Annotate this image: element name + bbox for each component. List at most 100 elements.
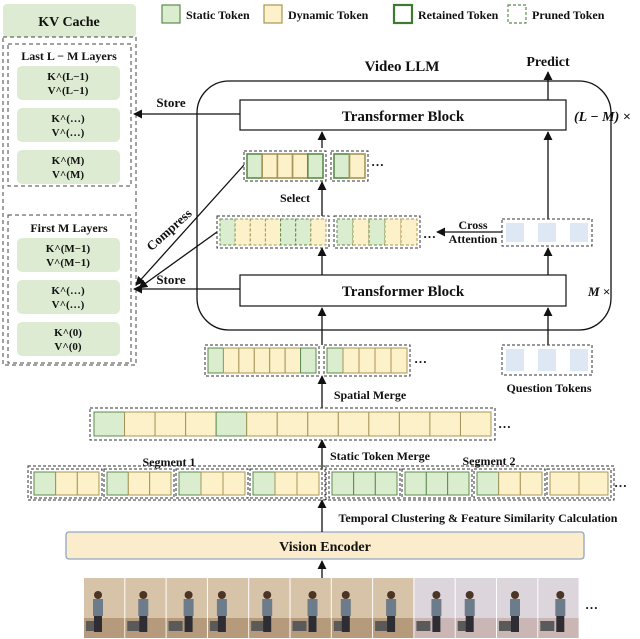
legend-pruned-swatch — [507, 4, 527, 24]
kv-entry — [17, 322, 120, 356]
dynamic-token — [124, 411, 156, 437]
question-token — [506, 223, 524, 242]
kv-key-label: K^(L−1) — [47, 71, 89, 83]
segment-2-label: Segment 2 — [463, 454, 516, 468]
dynamic-token — [400, 218, 418, 246]
kv-value-label: V^(L−1) — [48, 85, 89, 97]
dynamic-token — [249, 218, 266, 246]
frame-object — [416, 621, 431, 631]
kv-entry — [17, 66, 120, 100]
dynamic-token — [127, 471, 151, 496]
frame-person-legs — [263, 616, 272, 632]
frame-person-body — [340, 599, 351, 616]
dynamic-token — [498, 471, 521, 496]
frame-person-legs — [308, 616, 317, 632]
vision-encoder-box — [65, 531, 585, 560]
kv-cache: KV Cache Last L − M Layers K^(L−1)V^(L−1… — [2, 4, 137, 366]
frame-person-legs — [465, 616, 474, 632]
dynamic-token — [253, 347, 271, 374]
frame-person-head — [387, 591, 396, 599]
frame-object — [127, 621, 142, 631]
static-token — [326, 347, 344, 374]
store-bottom-label: Store — [156, 272, 186, 287]
frame-person-body — [138, 599, 149, 616]
legend-dynamic-label: Dynamic Token — [288, 8, 369, 22]
dynamic-token — [342, 347, 360, 374]
kv-key-label: K^(…) — [51, 113, 85, 125]
dynamic-token — [310, 218, 327, 246]
frame-person-body — [510, 599, 520, 616]
dynamic-token — [185, 411, 217, 437]
static-token — [447, 471, 470, 496]
frame-person-body — [93, 599, 103, 616]
static-token — [219, 218, 236, 246]
frame-person-legs — [341, 616, 350, 632]
video-frames — [84, 578, 579, 638]
kv-entry — [17, 280, 120, 314]
frame-person-body — [555, 599, 566, 616]
kv-key-label: K^(M−1) — [46, 243, 91, 255]
static-token — [353, 471, 376, 496]
frame-person-legs — [387, 616, 396, 632]
dynamic-token — [238, 347, 255, 374]
legend-pruned-label: Pruned Token — [532, 8, 605, 22]
arrows — [133, 71, 553, 578]
spatial-merge-label: Spatial Merge — [334, 388, 407, 402]
static-token — [425, 471, 449, 496]
dynamic-token — [348, 153, 366, 179]
bottom-multiplier: M × — [587, 284, 610, 299]
kv-key-label: K^(M) — [52, 155, 85, 167]
frame-person-head — [308, 591, 317, 599]
frame-person-body — [216, 599, 227, 616]
dynamic-token — [274, 471, 298, 496]
frame-object — [540, 621, 555, 631]
dynamic-token — [384, 218, 402, 246]
video-llm-title: Video LLM — [365, 59, 440, 75]
dynamic-token — [358, 347, 376, 374]
kv-cache-frame — [2, 36, 137, 366]
dynamic-token — [222, 347, 240, 374]
segment-2-frame — [325, 465, 615, 501]
dynamic-token — [149, 471, 172, 496]
static-token — [106, 471, 129, 496]
dynamic-token — [307, 411, 339, 437]
kv-value-label: V^(…) — [52, 299, 85, 311]
frame-person-body — [431, 599, 442, 616]
static-token — [306, 153, 324, 179]
dynamic-token — [222, 471, 246, 496]
static-token — [336, 218, 354, 246]
legend-retained-label: Retained Token — [418, 8, 499, 22]
dynamic-token — [459, 411, 492, 437]
kv-entry — [17, 238, 120, 272]
kv-entry — [17, 108, 120, 142]
dynamic-token — [55, 471, 78, 496]
frame-person-legs — [184, 616, 193, 632]
dynamic-token — [234, 218, 251, 246]
static-token — [246, 153, 263, 179]
question-token — [538, 349, 556, 371]
ellipsis-segments: … — [614, 475, 627, 490]
frame-object — [375, 621, 390, 631]
ellipsis-frames: … — [585, 597, 598, 612]
cross-label: Cross — [458, 218, 487, 232]
frame-person-legs — [556, 616, 565, 632]
legend-dynamic-swatch — [263, 4, 283, 24]
dynamic-token — [291, 153, 309, 179]
dynamic-token — [519, 471, 543, 496]
frame-object — [86, 621, 100, 631]
static-token — [207, 347, 224, 374]
static-token — [295, 218, 312, 246]
static-token — [374, 471, 398, 496]
ellipsis-all-tokens: … — [423, 226, 436, 241]
predict-label: Predict — [526, 55, 570, 70]
kv-cache-title-box — [3, 4, 136, 37]
kv-value-label: V^(M−1) — [46, 257, 90, 269]
frame-person-head — [263, 591, 272, 599]
static-token-merge-label: Static Token Merge — [330, 449, 431, 463]
dynamic-token — [398, 411, 431, 437]
kv-value-label: V^(…) — [52, 127, 85, 139]
dynamic-token — [352, 218, 370, 246]
arrow-compress-1 — [135, 164, 245, 286]
attention-label: Attention — [449, 232, 498, 246]
